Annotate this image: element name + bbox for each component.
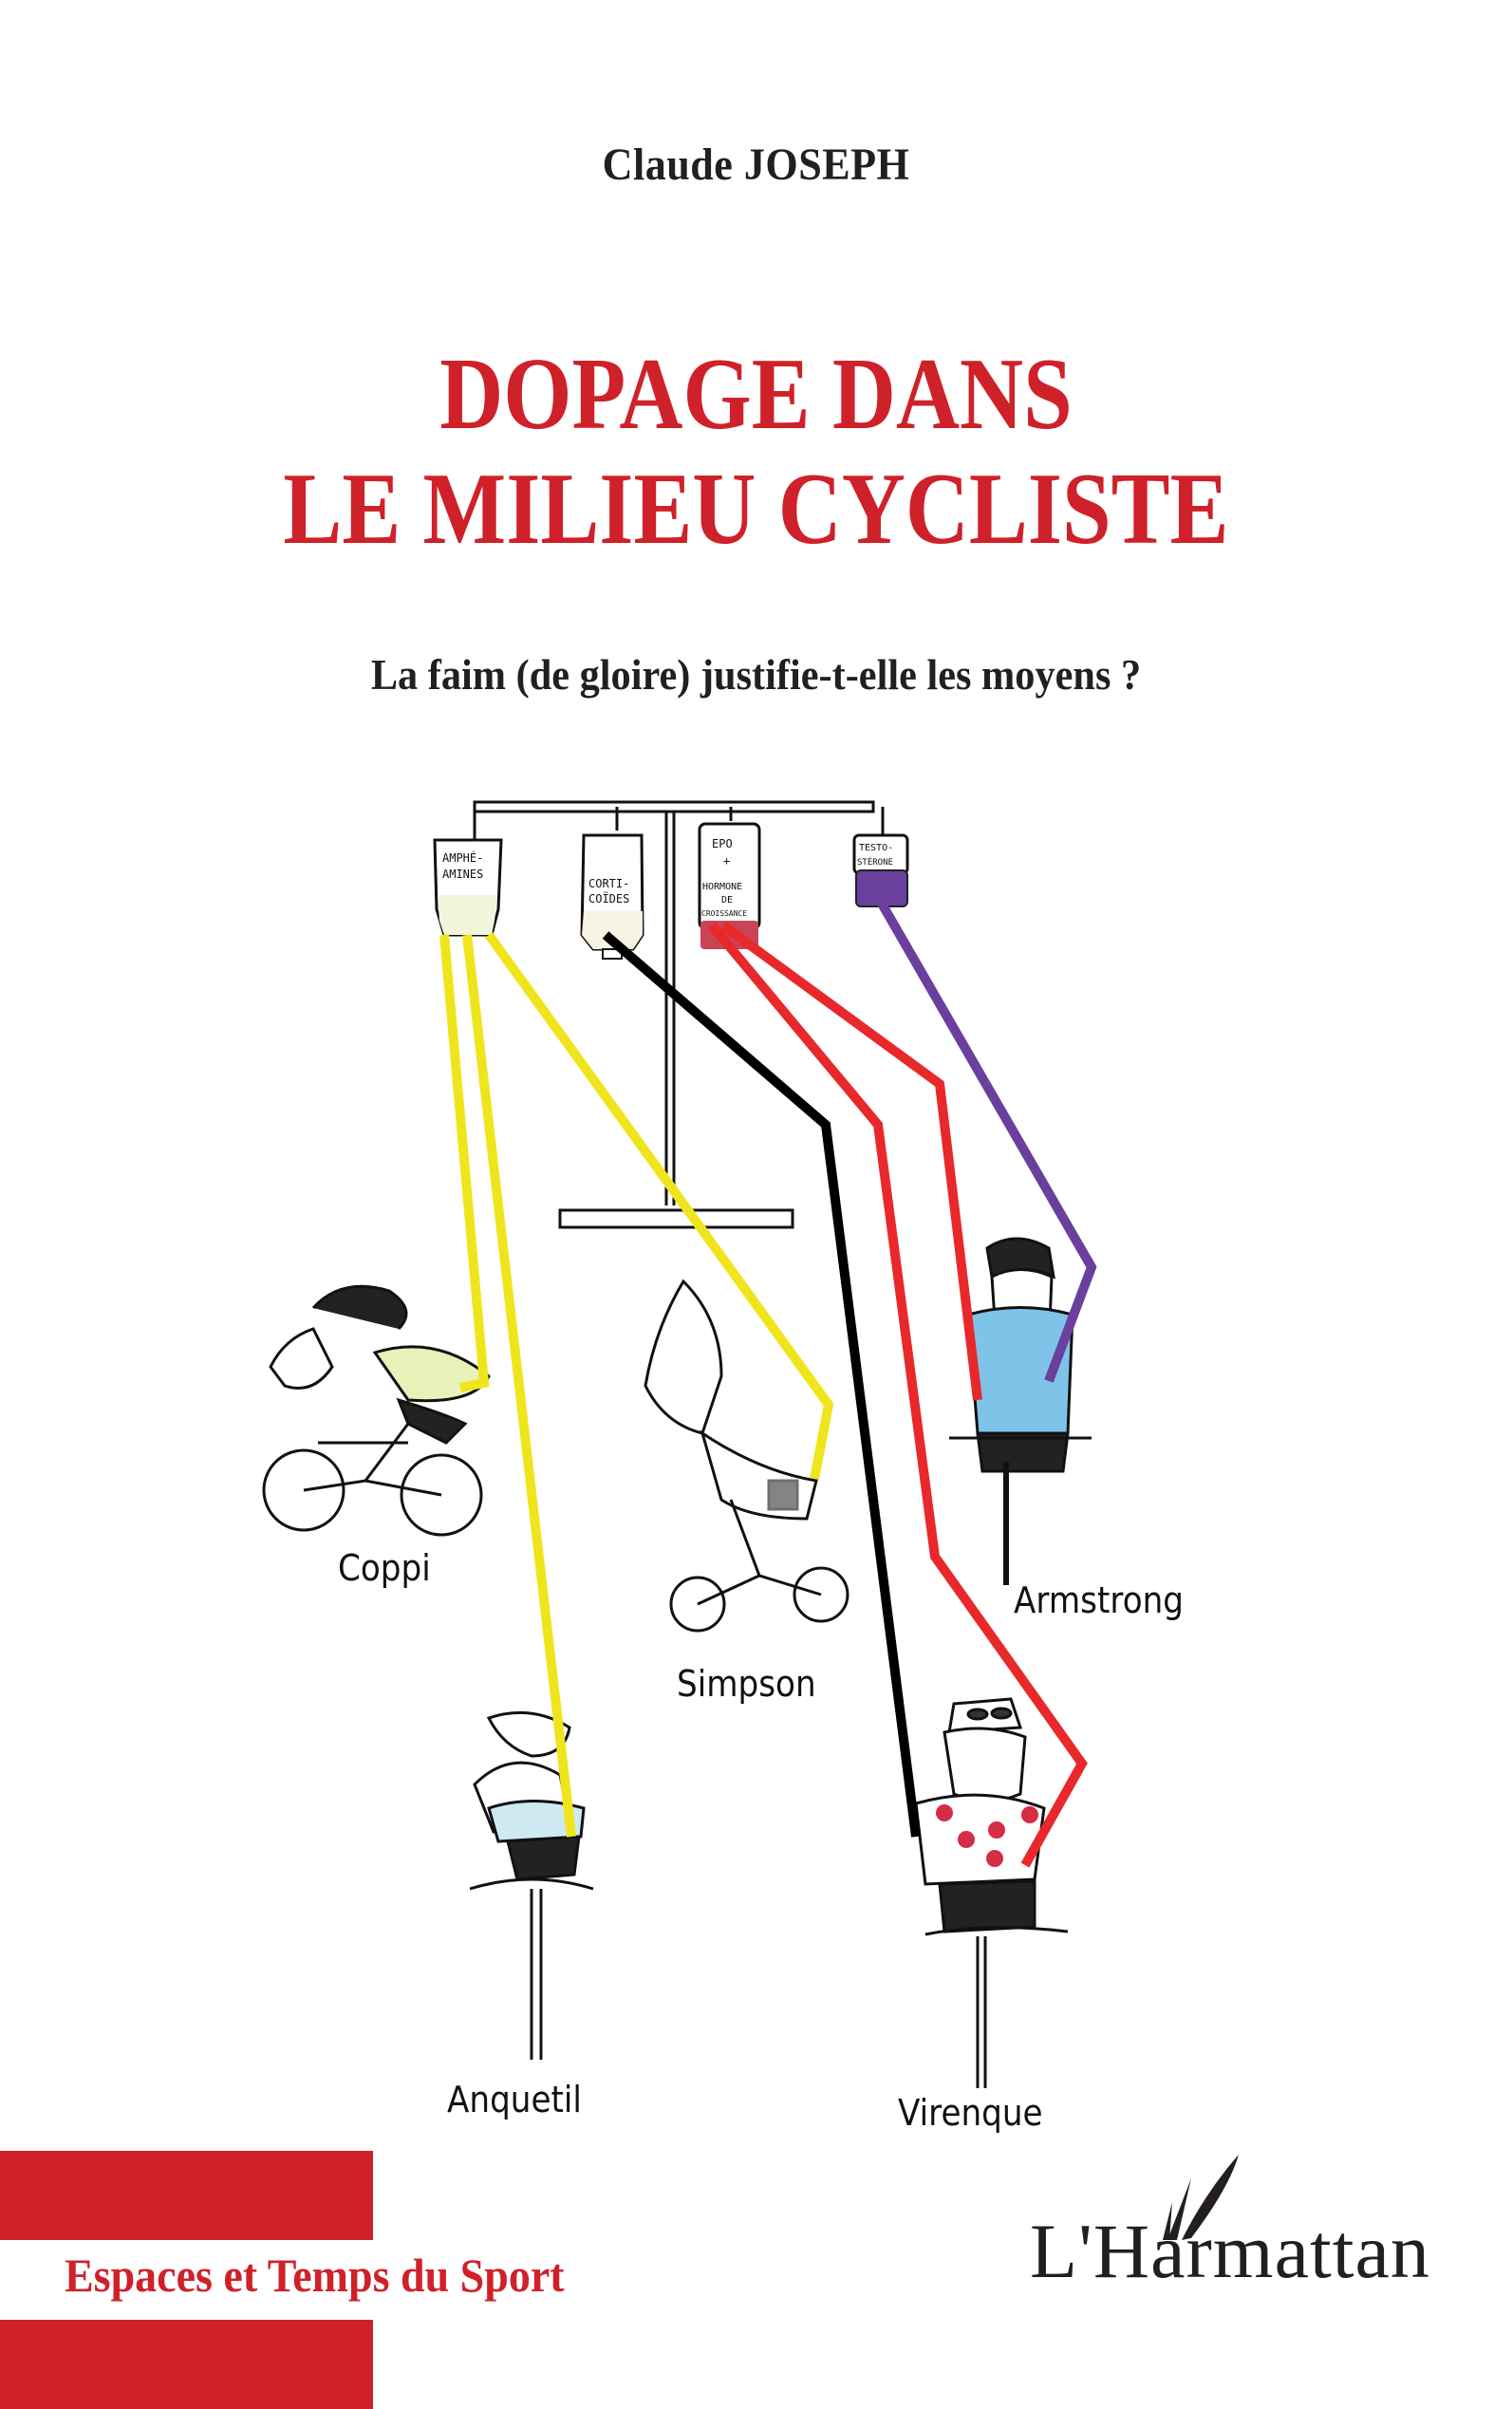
svg-text:DE: DE <box>721 895 733 906</box>
svg-text:CORTI-: CORTI- <box>588 877 629 890</box>
quill-icon <box>1163 2155 1239 2240</box>
rider-label-coppi: Coppi <box>338 1547 431 1589</box>
rider-label-simpson: Simpson <box>677 1663 816 1705</box>
bag-corticoides: CORTI- COÏDES <box>580 833 644 960</box>
iv-stand <box>473 800 885 1229</box>
drug-link-lines <box>439 894 1097 1868</box>
rider-anquetil <box>469 1710 594 2060</box>
svg-text:TESTO-: TESTO- <box>859 843 893 853</box>
series-band-top <box>0 2151 373 2240</box>
book-title-line-2: LE MILIEU CYCLISTE <box>283 453 1229 566</box>
series-name: Espaces et Temps du Sport <box>65 2249 565 2302</box>
link-epo-to-armstrong <box>720 921 982 1401</box>
book-title-line-1: DOPAGE DANS <box>439 338 1073 451</box>
link-corticoides-to-virenque <box>602 931 921 1838</box>
publisher-name: L'Harmattan <box>1030 2208 1430 2294</box>
series-band-bottom <box>0 2320 373 2409</box>
link-amphetamines-to-anquetil <box>462 934 576 1838</box>
book-subtitle: La faim (de gloire) justifie-t-elle les … <box>370 650 1142 699</box>
rider-label-anquetil: Anquetil <box>447 2079 582 2120</box>
svg-text:HORMONE: HORMONE <box>702 882 742 892</box>
svg-text:COÏDES: COÏDES <box>588 891 629 906</box>
link-amphetamines-to-coppi <box>439 934 490 1392</box>
rider-virenque <box>914 1697 1069 2088</box>
svg-text:AMPHÉ-: AMPHÉ- <box>442 850 483 865</box>
svg-text:EPO: EPO <box>712 837 733 850</box>
publisher-logo: L'Harmattan <box>1030 2155 1476 2297</box>
link-amphetamines-to-simpson <box>484 932 834 1480</box>
rider-label-armstrong: Armstrong <box>1014 1579 1185 1621</box>
bag-amphetamines: AMPHÉ- AMINES <box>433 838 503 937</box>
svg-text:AMINES: AMINES <box>442 868 483 881</box>
rider-label-virenque: Virenque <box>898 2092 1043 2134</box>
author-name: Claude JOSEPH <box>602 140 910 190</box>
rider-coppi <box>262 1284 491 1537</box>
svg-text:STÉRONE: STÉRONE <box>857 856 893 868</box>
svg-text:+: + <box>723 854 730 868</box>
link-testosterone-to-armstrong <box>873 894 1097 1383</box>
rider-armstrong <box>949 1237 1092 1585</box>
rider-simpson <box>644 1279 849 1633</box>
svg-text:CROISSANCE: CROISSANCE <box>701 909 747 918</box>
link-epo-to-virenque <box>708 922 1088 1868</box>
